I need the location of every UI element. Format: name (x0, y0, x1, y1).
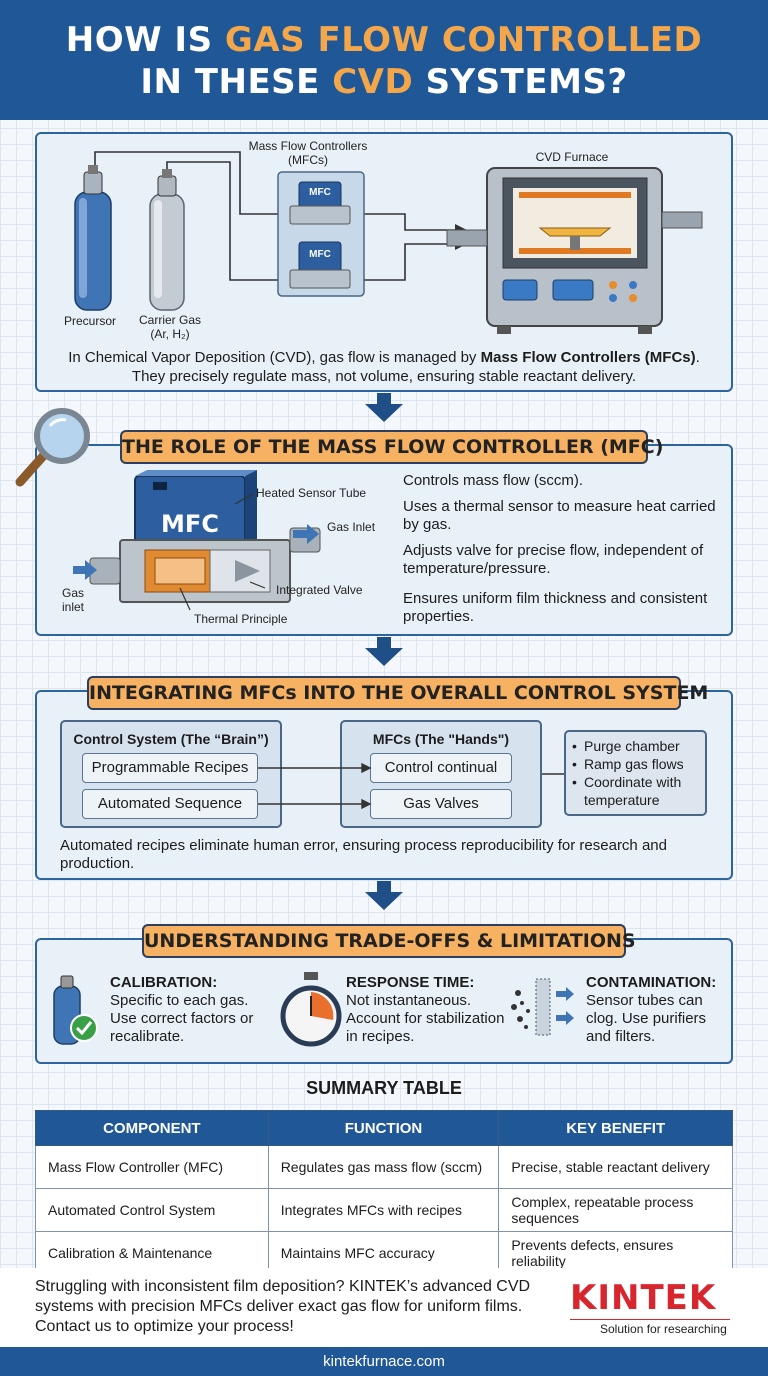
mfc-badge-bottom: MFC (309, 249, 331, 260)
table-row: Calibration & Maintenance Maintains MFC … (35, 1231, 733, 1275)
table-row: Mass Flow Controller (MFC) Regulates gas… (35, 1145, 733, 1189)
mfc-role-point: Controls mass flow (sccm). (403, 472, 584, 489)
contamination-filter-icon (511, 978, 574, 1036)
carrier-gas-label: Carrier Gas(Ar, H₂) (138, 313, 201, 341)
table-row: Automated Control System Integrates MFCs… (35, 1188, 733, 1232)
cta-section (0, 1268, 768, 1347)
precursor-label: Precursor (63, 314, 116, 328)
table-cell: Prevents defects, ensures reliability (498, 1231, 733, 1275)
integration-connectors (258, 762, 564, 810)
calibration-gas-icon (53, 975, 98, 1045)
carrier-gas-cylinder-icon (149, 169, 185, 311)
tradeoff-response-time: RESPONSE TIME: Not instantaneous. Accoun… (346, 974, 505, 1045)
table-header-cell: KEY BENEFIT (498, 1110, 733, 1146)
summary-table: COMPONENT FUNCTION KEY BENEFIT Mass Flow… (35, 1110, 733, 1275)
page-title-line-1: HOW IS GAS FLOW CONTROLLED (65, 20, 703, 60)
summary-table-title: SUMMARY TABLE (306, 1078, 462, 1098)
down-arrow-icon (365, 648, 403, 666)
mfc-unit-icon (289, 181, 351, 225)
mfc-tasks-list: •Purge chamber •Ramp gas flows •Coordina… (572, 737, 704, 809)
gas-inlet-arrow-icon (293, 524, 319, 544)
table-cell: Complex, repeatable process sequences (498, 1188, 733, 1232)
table-cell: Mass Flow Controller (MFC) (35, 1145, 269, 1189)
page-title-line-2: IN THESE CVD SYSTEMS? (140, 62, 628, 102)
table-cell: Precise, stable reactant delivery (498, 1145, 733, 1189)
table-header-row: COMPONENT FUNCTION KEY BENEFIT (35, 1110, 733, 1146)
magnifier-icon (15, 408, 90, 487)
down-arrow-icon (365, 404, 403, 422)
integrated-valve-label: Integrated Valve (276, 583, 363, 597)
tradeoff-calibration: CALIBRATION: Specific to each gas. Use c… (110, 974, 254, 1045)
mfc-role-point: Uses a thermal sensor to measure heat ca… (403, 498, 716, 533)
header-banner (0, 0, 768, 120)
control-continual-box: Control continual (370, 753, 512, 783)
cvd-furnace-label: CVD Furnace (535, 150, 609, 164)
cvd-system-diagram (74, 151, 703, 334)
table-cell: Regulates gas mass flow (sccm) (267, 1145, 500, 1189)
mfc-group-label: Mass Flow Controllers(MFCs) (248, 139, 368, 167)
flow-arrow-stem (377, 637, 391, 649)
programmable-recipes-box: Programmable Recipes (82, 753, 258, 783)
table-cell: Calibration & Maintenance (35, 1231, 269, 1275)
thermal-principle-label: Thermal Principle (194, 612, 288, 626)
mfcs-hands-title: MFCs (The "Hands") (372, 731, 510, 747)
tradeoffs-panel (35, 938, 733, 1064)
tradeoffs-banner: UNDERSTANDING TRADE-OFFS & LIMITATIONS (142, 924, 636, 958)
mfc-tasks-box (564, 730, 707, 816)
system-description: In Chemical Vapor Deposition (CVD), gas … (68, 349, 700, 385)
cta-text: Struggling with inconsistent film deposi… (35, 1278, 531, 1335)
stopwatch-icon (280, 972, 342, 1047)
gas-inlet-label-right: Gas Inlet (327, 520, 376, 534)
mfc-task-item: Coordinate with temperature (584, 774, 682, 808)
mfc-role-points: Controls mass flow (sccm). Uses a therma… (403, 472, 721, 626)
integration-description: Automated recipes eliminate human error,… (60, 837, 667, 872)
flow-arrow-stem (377, 881, 391, 893)
cvd-furnace-icon (446, 167, 703, 334)
kintek-tagline: Solution for researching (600, 1322, 727, 1336)
footer-url-link[interactable]: kintekfurnace.com (0, 1347, 768, 1376)
control-system-title: Control System (The “Brain”) (73, 731, 269, 747)
down-arrow-icon (365, 892, 403, 910)
mfc-role-banner: THE ROLE OF THE MASS FLOW CONTROLLER (MF… (120, 430, 663, 464)
heated-sensor-tube-label: Heated Sensor Tube (256, 486, 367, 500)
logo-divider (570, 1319, 730, 1320)
table-cell: Automated Control System (35, 1188, 269, 1232)
table-header-cell: COMPONENT (35, 1110, 269, 1146)
gas-inlet-arrow-icon (73, 560, 97, 580)
mfc-cutaway-icon (89, 470, 321, 603)
mfc-cutaway-diagram (73, 470, 321, 611)
mfc-badge-top: MFC (309, 187, 331, 198)
precursor-cylinder-icon (74, 165, 112, 311)
gas-valves-box: Gas Valves (370, 789, 512, 819)
mfc-cutaway-badge: MFC (161, 510, 219, 538)
mfc-role-point: Ensures uniform film thickness and consi… (403, 590, 708, 625)
flow-arrow-stem (377, 393, 391, 405)
integration-banner: INTEGRATING MFCs INTO THE OVERALL CONTRO… (87, 676, 708, 710)
mfc-task-item: Purge chamber (584, 738, 680, 754)
kintek-logo: KINTEK (570, 1278, 717, 1318)
automated-sequence-box: Automated Sequence (82, 789, 258, 819)
mfc-role-point: Adjusts valve for precise flow, independ… (403, 542, 704, 577)
table-header-cell: FUNCTION (267, 1110, 500, 1146)
tradeoff-contamination: CONTAMINATION: Sensor tubes can clog. Us… (586, 974, 717, 1045)
mfc-task-item: Ramp gas flows (584, 756, 684, 772)
mfc-unit-icon (289, 241, 351, 289)
table-cell: Integrates MFCs with recipes (267, 1188, 500, 1232)
